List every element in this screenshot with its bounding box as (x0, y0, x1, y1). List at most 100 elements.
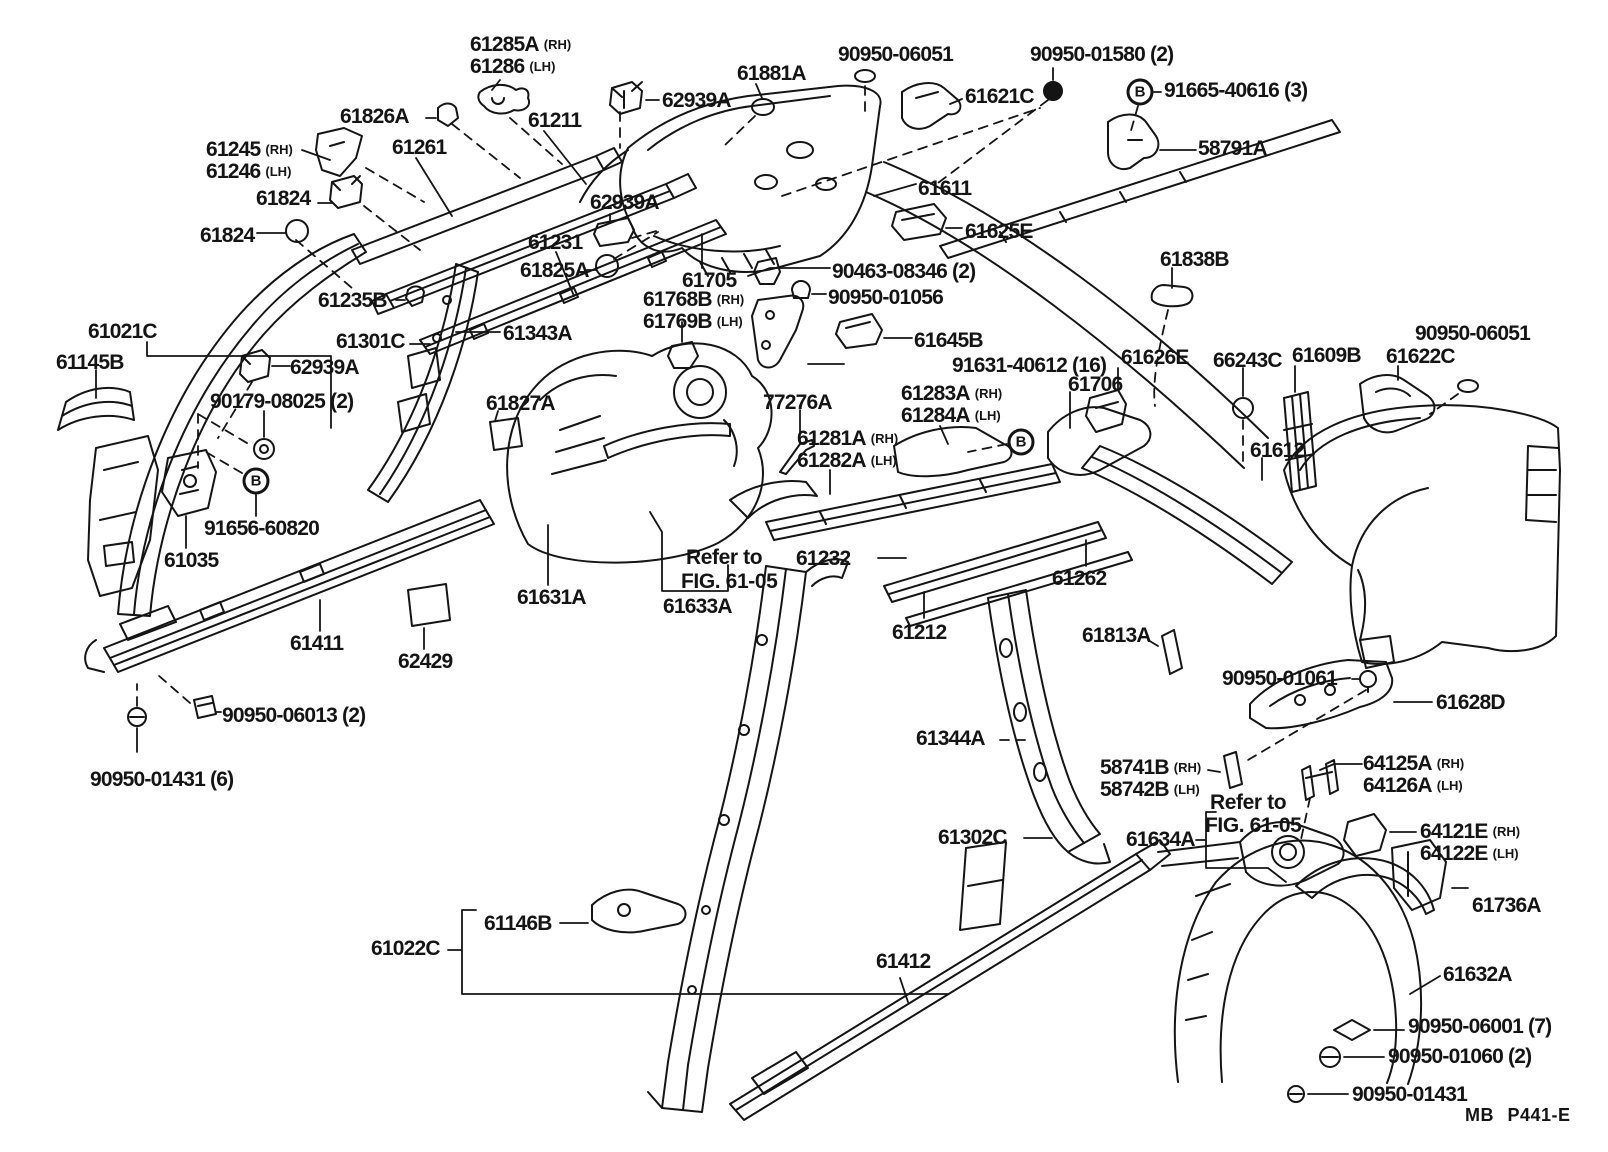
circled-letter-b-top: B (1126, 78, 1154, 106)
part-label-61838b: 61838B (1160, 248, 1230, 271)
part-label-61705: 61705 (682, 269, 737, 292)
part-label-61813a: 61813A (1082, 624, 1152, 647)
small-clips-upper (239, 69, 1194, 475)
part-label-61769b: 61769B(LH) (643, 310, 743, 333)
part-label-61706: 61706 (1068, 373, 1123, 396)
part-label-90950-06001: 90950-06001 (7) (1408, 1015, 1552, 1038)
quarter-panel-outer (1283, 404, 1561, 665)
part-label-61611: 61611 (918, 177, 972, 200)
part-label-61826a: 61826A (340, 105, 410, 128)
part-label-58741b: 58741B(RH) (1100, 756, 1202, 779)
part-label-61232: 61232 (796, 547, 851, 570)
part-label-61235b: 61235B (318, 289, 388, 312)
part-label-62939a-2: 62939A (590, 191, 660, 214)
part-label-58791a: 58791A (1198, 137, 1268, 160)
part-label-62939a-1: 62939A (662, 89, 732, 112)
part-label-61212: 61212 (892, 621, 947, 644)
part-label-64126a: 64126A(LH) (1363, 774, 1463, 797)
part-label-90950-06051-2: 90950-06051 (1415, 322, 1531, 345)
fastener-icons (127, 670, 1377, 1103)
part-label-91665-40616: 91665-40616 (3) (1164, 79, 1308, 102)
part-label-61412: 61412 (876, 950, 931, 973)
part-label-61021c: 61021C (88, 320, 158, 343)
mid-rocker-rails (603, 422, 1133, 627)
part-label-62939a-3: 62939A (290, 356, 360, 379)
part-label-61824-2: 61824 (200, 224, 255, 247)
part-label-61301c: 61301C (336, 330, 406, 353)
part-label-61286: 61286(LH) (470, 55, 556, 78)
part-label-61631a: 61631A (517, 586, 587, 609)
part-label-90950-06013: 90950-06013 (2) (222, 704, 366, 727)
part-label-61736a: 61736A (1472, 894, 1542, 917)
upper-back-panel (579, 84, 882, 277)
front-wheelhouse (506, 342, 818, 564)
part-label-61411: 61411 (290, 632, 344, 655)
part-label-90950-01431-1: 90950-01431 (6) (90, 768, 234, 791)
note-refer-1a: Refer to (686, 546, 763, 569)
part-label-61231: 61231 (528, 231, 583, 254)
part-label-90950-01580: 90950-01580 (2) (1030, 43, 1174, 66)
part-label-61609b: 61609B (1292, 344, 1362, 367)
part-label-61645b: 61645B (914, 329, 984, 352)
part-label-90179-08025: 90179-08025 (2) (210, 390, 354, 413)
part-label-61284a: 61284A(LH) (901, 404, 1001, 427)
part-label-61035: 61035 (164, 549, 219, 572)
rocker-panels (84, 499, 1171, 1121)
part-label-61343a: 61343A (503, 322, 573, 345)
alignment-dashes (136, 85, 1459, 845)
part-label-61612: 61612 (1250, 439, 1305, 462)
part-label-61625e: 61625E (965, 220, 1033, 243)
part-label-61022c: 61022C (371, 937, 441, 960)
part-label-61261: 61261 (392, 136, 447, 159)
note-refer-2b: FIG. 61-05 (1205, 814, 1302, 837)
part-label-61262: 61262 (1052, 567, 1107, 590)
part-label-61634a: 61634A (1126, 828, 1196, 851)
part-label-90950-01060: 90950-01060 (2) (1388, 1045, 1532, 1068)
part-label-61626e: 61626E (1121, 346, 1189, 369)
part-label-91656-60820: 91656-60820 (204, 517, 320, 540)
part-label-66243c: 66243C (1213, 349, 1283, 372)
part-label-64121e: 64121E(RH) (1420, 820, 1521, 843)
rear-roof-rail (865, 119, 1341, 469)
note-refer-1b: FIG. 61-05 (681, 570, 778, 593)
part-label-61302c: 61302C (938, 826, 1008, 849)
part-label-61632a: 61632A (1443, 963, 1513, 986)
leader-lines (95, 67, 1469, 1095)
quarter-inner-structure (1047, 374, 1479, 585)
part-label-61827a: 61827A (486, 392, 556, 415)
part-label-90950-01431-2: 90950-01431 (1352, 1083, 1468, 1106)
part-label-61281a: 61281A(RH) (797, 427, 899, 450)
part-label-61768b: 61768B(RH) (643, 288, 745, 311)
part-label-61246: 61246(LH) (206, 160, 292, 183)
part-label-64125a: 64125A(RH) (1363, 752, 1465, 775)
figure-code: MB P441-E (1465, 1105, 1571, 1125)
part-label-90950-01056: 90950-01056 (828, 286, 944, 309)
part-label-61628d: 61628D (1436, 691, 1506, 714)
part-label-61146b: 61146B (484, 912, 552, 935)
part-label-61245: 61245(RH) (206, 138, 293, 161)
circled-letter-b-left: B (242, 467, 270, 495)
part-label-90463-08346: 90463-08346 (2) (832, 260, 976, 283)
part-label-77276a: 77276A (763, 391, 833, 414)
part-label-61145b: 61145B (56, 351, 124, 374)
part-label-61825a: 61825A (520, 259, 590, 282)
part-label-61285a: 61285A(RH) (470, 33, 572, 56)
part-label-61283a: 61283A(RH) (901, 382, 1003, 405)
part-label-90950-06051-1: 90950-06051 (838, 43, 954, 66)
center-pillar-lower (987, 589, 1183, 865)
part-label-61881a: 61881A (737, 62, 807, 85)
part-label-58742b: 58742B(LH) (1100, 778, 1200, 801)
part-label-61621c: 61621C (965, 85, 1035, 108)
part-label-61344a: 61344A (916, 727, 986, 750)
part-label-61633a: 61633A (663, 595, 733, 618)
circled-letter-b-mid: B (1007, 428, 1035, 456)
part-label-61824-1: 61824 (256, 187, 311, 210)
part-label-61211: 61211 (528, 109, 582, 132)
part-label-61622c: 61622C (1386, 345, 1456, 368)
front-pillar-assembly-lower (591, 558, 849, 1113)
